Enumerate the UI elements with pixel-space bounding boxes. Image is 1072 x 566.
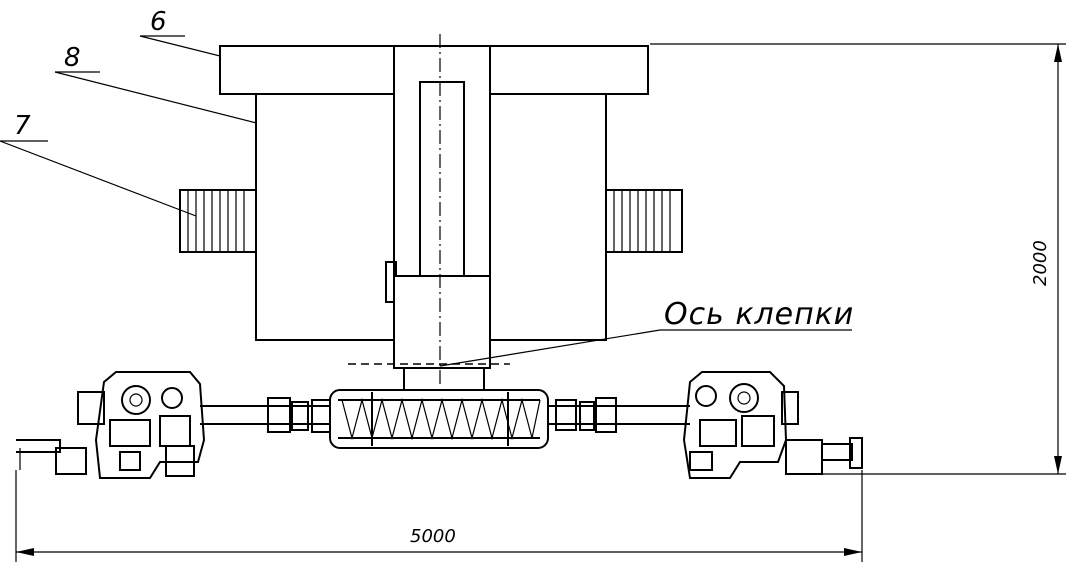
right-drive-unit: [682, 371, 863, 479]
width-dimension: [15, 470, 863, 562]
left-shaft: [200, 397, 331, 433]
left-grip: [179, 189, 257, 253]
part-number-6: 6: [150, 7, 167, 37]
right-shaft: [548, 397, 690, 433]
truss-cylinder: [329, 389, 549, 449]
width-dimension-value: 5000: [410, 526, 456, 547]
height-dimension: [650, 43, 1066, 475]
rivet-axis-label: Ось клепки: [664, 297, 854, 332]
riveting-column: [385, 45, 491, 391]
leader-7: [0, 140, 197, 217]
height-dimension-value: 2000: [1030, 240, 1051, 286]
right-grip: [605, 189, 683, 253]
axis-leader: [439, 329, 852, 367]
part-number-8: 8: [64, 43, 81, 73]
left-drive-unit: [16, 371, 206, 479]
part-number-7: 7: [14, 111, 31, 141]
